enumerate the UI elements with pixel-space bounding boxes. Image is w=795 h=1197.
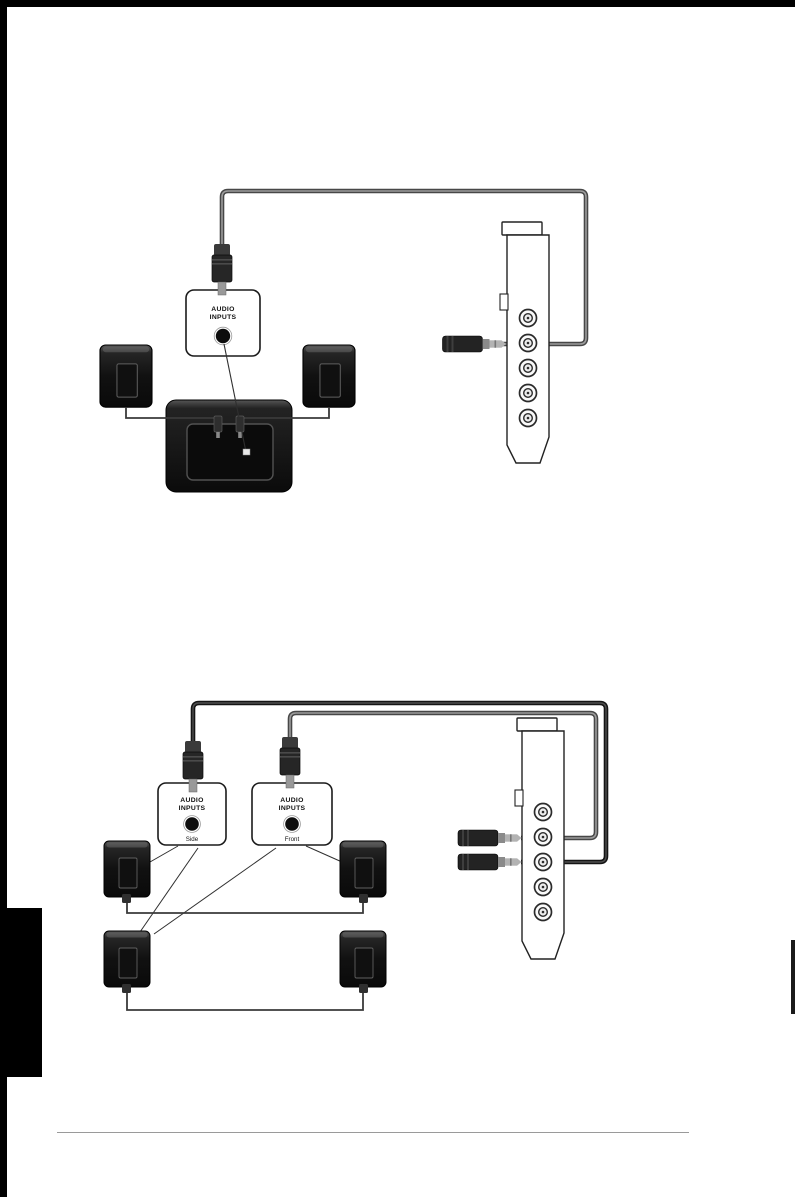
side-audio-cable — [190, 700, 609, 865]
chapter-tab — [0, 908, 42, 1077]
front-inputs-label-line2: INPUTS — [279, 805, 306, 812]
audio-jack-icon — [215, 328, 231, 344]
speaker-front-right — [339, 840, 387, 898]
side-inputs-label-line2: INPUTS — [179, 805, 206, 812]
page-top-border — [0, 0, 795, 7]
page-right-mark — [791, 940, 795, 1014]
audio-inputs-label-line1: AUDIO — [211, 306, 234, 313]
speaker-side-right — [339, 930, 387, 988]
pointer-lines — [139, 845, 343, 935]
audio-jack-ring — [283, 815, 301, 833]
stereo-plug-icon — [457, 829, 522, 847]
satellite-speaker-left — [99, 344, 153, 408]
side-inputs-label-line1: AUDIO — [180, 797, 203, 804]
speaker-wires — [125, 407, 330, 439]
audio-inputs-label-line2: INPUTS — [210, 314, 237, 321]
jack-port — [518, 308, 538, 328]
jack-port — [518, 408, 538, 428]
audio-jack-icon — [185, 817, 199, 831]
jack-port — [533, 802, 553, 822]
front-inputs-label-line1: AUDIO — [280, 797, 303, 804]
cable-plug-icon — [211, 243, 233, 296]
sound-card-bracket — [514, 717, 565, 960]
jack-port — [518, 333, 538, 353]
audio-jack-ring — [183, 815, 201, 833]
speaker-side-left — [103, 930, 151, 988]
audio-cable — [219, 188, 589, 347]
bottom-connection-diagram: AUDIO INPUTS Side AUDIO INPUTS Front — [103, 700, 609, 1011]
front-audio-cable — [287, 710, 599, 841]
jack-port — [533, 852, 553, 872]
speaker-front-left — [103, 840, 151, 898]
footer-rule — [57, 1132, 689, 1133]
cable-plug-icon — [279, 736, 301, 789]
speaker-pair-wires — [122, 894, 368, 1011]
satellite-speaker-right — [302, 344, 356, 408]
top-connection-diagram: AUDIO INPUTS — [99, 188, 589, 493]
jack-port — [533, 877, 553, 897]
page-left-border — [0, 0, 7, 1197]
pointer-line — [223, 343, 247, 453]
front-audio-inputs-panel: AUDIO INPUTS Front — [251, 782, 333, 846]
subwoofer — [165, 399, 293, 493]
panel-marker — [242, 448, 251, 456]
audio-jack-icon — [285, 817, 299, 831]
stereo-plug-icon — [442, 335, 507, 353]
front-label: Front — [285, 836, 300, 843]
audio-jack-ring — [213, 326, 233, 346]
jack-port — [518, 383, 538, 403]
side-label: Side — [186, 836, 199, 843]
sound-card-bracket — [499, 221, 550, 464]
jack-port — [533, 902, 553, 922]
stereo-plug-icon — [457, 853, 522, 871]
audio-inputs-panel: AUDIO INPUTS — [185, 289, 261, 357]
jack-port — [518, 358, 538, 378]
jack-port — [533, 827, 553, 847]
side-audio-inputs-panel: AUDIO INPUTS Side — [157, 782, 227, 846]
